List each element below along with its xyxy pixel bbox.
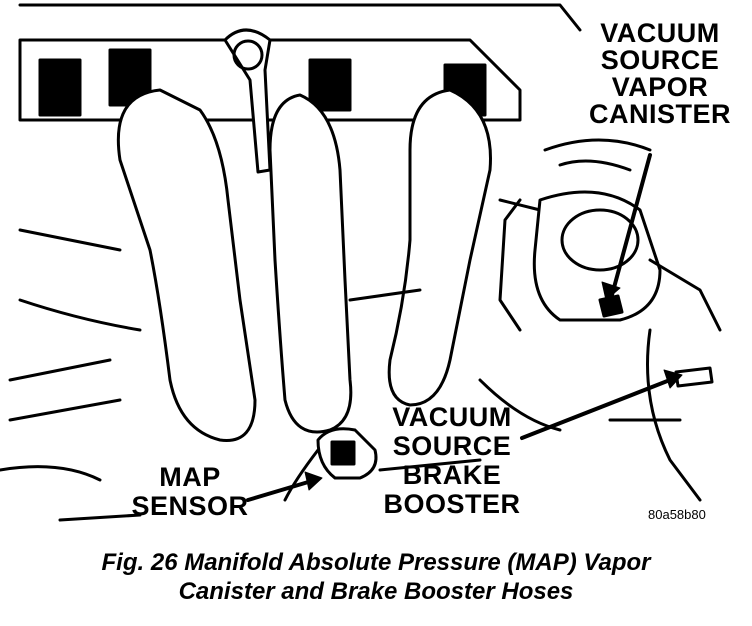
arrow-vapor-canister	[610, 153, 652, 297]
arrow-map-sensor	[246, 478, 317, 502]
cylinder-head-top	[18, 3, 582, 32]
engine-illustration	[0, 3, 722, 522]
figure-caption: Fig. 26 Manifold Absolute Pressure (MAP)…	[0, 549, 752, 607]
label-line: VACUUM	[600, 18, 720, 48]
manifold-plenum	[18, 198, 542, 332]
manifold-runner-1	[116, 88, 257, 442]
label-vacuum-source-vapor-canister: VACUUM SOURCE VAPOR CANISTER	[580, 20, 740, 128]
hoses-right	[543, 138, 702, 502]
throttle-body	[532, 190, 662, 322]
label-line: VACUUM	[392, 402, 512, 432]
figure-code: 80a58b80	[648, 507, 706, 522]
arrow-map-sensor-head	[304, 471, 323, 491]
throttle-linkage	[498, 198, 722, 332]
throttle-bore	[560, 208, 640, 272]
label-line: VAPOR	[611, 72, 709, 102]
label-line: SENSOR	[131, 491, 249, 522]
label-line: BOOSTER	[383, 489, 521, 520]
engine-block-lines	[0, 358, 562, 522]
map-sensor-connector	[330, 440, 356, 466]
injector-3	[308, 58, 352, 112]
label-line: MAP	[159, 462, 221, 492]
label-vacuum-source-brake-booster: VACUUM SOURCE BRAKE BOOSTER	[378, 402, 526, 520]
dipstick-ring	[232, 39, 264, 71]
arrow-brake-booster-head	[663, 369, 683, 389]
brake-booster-port	[674, 366, 714, 388]
arrow-brake-booster	[520, 376, 677, 440]
caption-line-2: Canister and Brake Booster Hoses	[178, 577, 574, 605]
label-map-sensor: MAP SENSOR	[128, 462, 252, 522]
injector-1	[38, 58, 82, 117]
map-sensor-wire	[283, 448, 320, 502]
caption-line-1: Fig. 26 Manifold Absolute Pressure (MAP)…	[101, 549, 651, 576]
manifold-runner-3	[387, 88, 492, 407]
label-line: CANISTER	[588, 99, 731, 129]
vapor-canister-port	[598, 294, 624, 318]
manifold-runner-2	[268, 93, 353, 434]
label-line: SOURCE	[600, 45, 720, 75]
label-line: BRAKE	[402, 460, 502, 491]
arrow-vapor-canister-head	[601, 281, 621, 301]
label-line: SOURCE	[392, 431, 512, 462]
